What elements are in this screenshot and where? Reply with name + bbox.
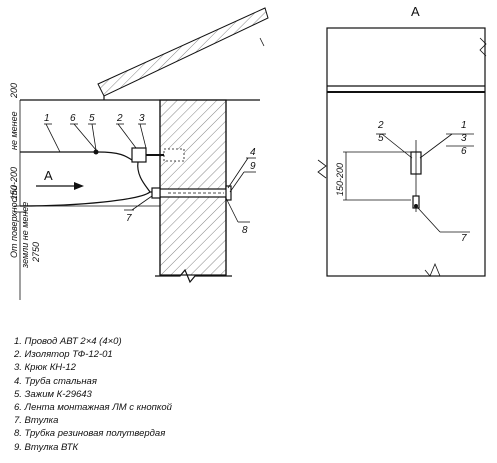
dim-ground-2: земли не менее	[20, 202, 30, 269]
callout-8: 8	[242, 225, 248, 236]
installation-drawing: А 1 6 5 2 3 4 9 7 8 200 не менее 150-200	[9, 4, 487, 300]
section-view: А 1 6 5 2 3 4 9 7 8 200 не менее 150-200	[9, 7, 269, 300]
drop-wire	[137, 161, 160, 193]
dim-span: 150-200	[9, 167, 19, 200]
insulator-2	[131, 147, 164, 163]
legend-item: 7. Втулка	[14, 415, 59, 427]
callout-6: 6	[70, 113, 76, 124]
legend-item: 1. Провод АВТ 2×4 (4×0)	[14, 336, 122, 347]
callout-7: 7	[126, 213, 132, 224]
dim-ground-1: От поверхности	[9, 185, 19, 258]
view-callout-6: 6	[461, 146, 467, 157]
wall	[159, 99, 227, 276]
legend-item: 3. Крюк КН-12	[14, 362, 76, 374]
callout-9: 9	[250, 161, 256, 172]
view-callout-1: 1	[461, 120, 467, 131]
callout-5: 5	[89, 113, 95, 124]
legend-item: 9. Втулка ВТК	[14, 441, 79, 453]
view-a: А 150-200 2 5 1 3 6 7	[317, 4, 487, 277]
dim-right-span: 150-200	[335, 163, 345, 196]
legend: 1. Провод АВТ 2×4 (4×0) 2. Изолятор ТФ-1…	[14, 335, 172, 454]
callout-1: 1	[44, 113, 50, 124]
arrow-label: А	[44, 168, 53, 183]
legend-item: 8. Трубка резиновая полутвердая	[14, 428, 166, 440]
legend-item: 4. Труба стальная	[14, 375, 97, 387]
legend-item: 2. Изолятор ТФ-12-01	[14, 349, 113, 361]
roof	[97, 7, 269, 100]
dim-not-less-1: не менее	[9, 111, 19, 150]
callout-2: 2	[116, 113, 123, 124]
dim-ground-value: 2750	[31, 242, 41, 263]
callout-3: 3	[139, 113, 145, 124]
view-callout-2: 2	[377, 120, 384, 131]
view-callout-5: 5	[378, 133, 384, 144]
view-label: А	[411, 4, 420, 19]
view-callout-7: 7	[461, 233, 467, 244]
dim-200: 200	[9, 83, 19, 99]
steel-pipe-4	[151, 185, 232, 201]
legend-item: 5. Зажим К-29643	[14, 388, 92, 400]
legend-item: 6. Лента монтажная ЛМ с кнопкой	[14, 402, 172, 414]
clamp-5	[93, 149, 99, 155]
callout-4: 4	[250, 147, 256, 158]
view-callout-3: 3	[461, 133, 467, 144]
